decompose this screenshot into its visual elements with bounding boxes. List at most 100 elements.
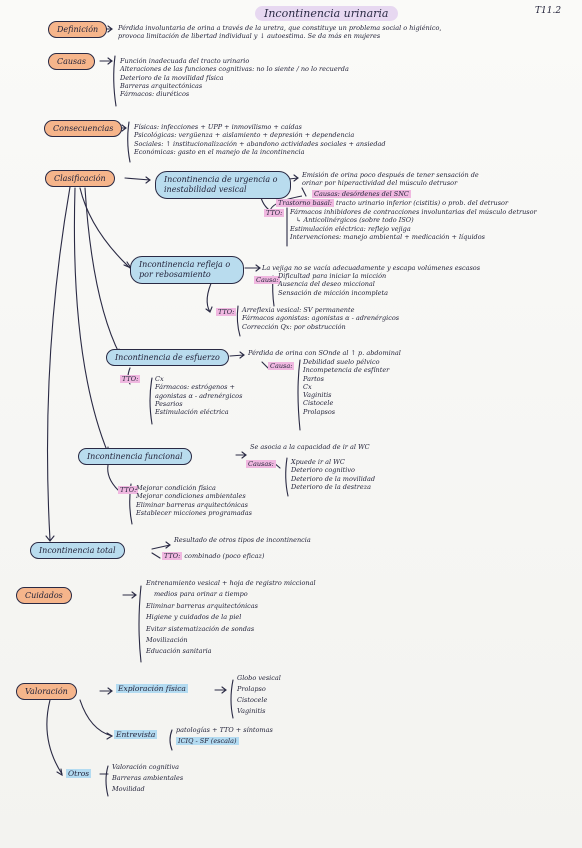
list-item: Educación sanitaria — [146, 647, 212, 656]
list-item: ICIQ - SF (escala) — [176, 736, 273, 747]
funcional-tto-list: Mejorar condición física Mejorar condici… — [136, 484, 252, 517]
list-item: Establecer micciones programadas — [136, 508, 253, 517]
consecuencias-list: Físicas: infecciones + UPP + inmovilismo… — [134, 123, 386, 156]
list-item: Xpuede ir al WC — [291, 458, 345, 466]
entrevista-label: Entrevista — [114, 730, 158, 739]
list-item: Barreras ambientales — [112, 774, 184, 782]
list-item: Vaginitis — [237, 707, 266, 715]
node-causas: Causas — [48, 53, 96, 70]
list-item: Dificultad para iniciar la micción — [278, 272, 387, 280]
tto-label: TTO: — [216, 308, 237, 316]
total-desc: Resultado de otros tipos de incontinenci… — [174, 536, 311, 544]
list-item: Movilidad — [112, 785, 145, 793]
causa-label: Causas: — [246, 460, 276, 468]
refleja-tto-list: Arreflexia vesical: SV permanente Fármac… — [242, 306, 399, 331]
list-item: Valoración cognitiva — [112, 763, 180, 771]
exploracion-text: Exploración física — [116, 684, 188, 693]
esfuerzo-causas-list: Debilidad suelo pélvico Incompetencia de… — [303, 358, 389, 416]
list-item: Estimulación eléctrica — [155, 408, 229, 417]
trastorno-text: tracto urinario inferior (cistitis) o pr… — [336, 199, 509, 207]
list-item: ↳ Anticolinérgicos (sobre todo ISO) — [296, 216, 414, 225]
tto-label: TTO: — [264, 209, 285, 217]
urgencia-causa-text: Causas: desórdenes del SNC — [312, 190, 411, 198]
node-consecuencias: Consecuencias — [44, 120, 123, 137]
list-item: Físicas: infecciones + UPP + inmovilismo… — [134, 123, 302, 131]
urgencia-desc-line-2: orinar por hiperactividad del músculo de… — [302, 179, 458, 188]
esfuerzo-tto-list: Cx Fármacos: estrógenos + agonistas α - … — [155, 375, 265, 416]
funcional-causa-label: Causas: — [246, 460, 276, 468]
list-item: Deterioro de la movilidad — [291, 474, 375, 483]
list-item: Cistocele — [237, 696, 268, 704]
esfuerzo-tto-label: TTO: — [120, 375, 141, 383]
definicion-text: Pérdida involuntaria de orina a través d… — [118, 24, 441, 41]
list-item: Partos — [303, 374, 324, 383]
list-item: Eliminar barreras arquitectónicas — [136, 500, 249, 509]
list-item: patologías + TTO + síntomas — [176, 726, 273, 734]
definicion-line-2: provoca limitación de libertad individua… — [118, 32, 381, 41]
list-item: Estimulación eléctrica: reflejo vejiga — [290, 224, 411, 233]
exploracion-label: Exploración física — [116, 684, 188, 693]
list-item: Alteraciones de las funciones cognitivas… — [120, 65, 349, 74]
list-item: Intervenciones: manejo ambiental + medic… — [290, 232, 485, 241]
node-incontinencia-esfuerzo: Incontinencia de esfuerzo — [106, 349, 229, 366]
node-incontinencia-refleja: Incontinencia refleja o por rebosamiento — [130, 256, 244, 284]
node-incontinencia-urgencia: Incontinencia de urgencia o inestabilida… — [155, 171, 291, 199]
node-incontinencia-funcional: Incontinencia funcional — [78, 448, 192, 465]
list-item: Debilidad suelo pélvico — [303, 358, 380, 366]
urgencia-causa: Causas: desórdenes del SNC — [312, 190, 411, 198]
esfuerzo-causa-label: Causa: — [268, 362, 295, 370]
list-item: Cx — [303, 382, 312, 391]
node-incontinencia-total: Incontinencia total — [30, 542, 125, 559]
list-item: Entrenamiento vesical + hoja de registro… — [146, 579, 316, 587]
node-clasificacion: Clasificación — [45, 170, 115, 187]
list-item: Cx — [155, 375, 164, 383]
node-definicion: Definición — [48, 21, 108, 38]
list-item: Deterioro de la destreza — [291, 482, 372, 491]
list-item: Incompetencia de esfínter — [303, 366, 390, 375]
list-item: Deterioro cognitivo — [291, 466, 355, 475]
list-item: Fármacos agonistas: agonistas α - adrené… — [242, 314, 400, 323]
list-item: Movilización — [146, 636, 188, 645]
entrevista-text: Entrevista — [114, 730, 158, 739]
urgencia-desc: Emisión de orina poco después de tener s… — [302, 171, 479, 188]
causa-label: Causa: — [254, 276, 281, 284]
urgencia-tto-label: TTO: — [264, 209, 285, 217]
exploracion-list: Globo vesical Prolapso Cistocele Vaginit… — [237, 673, 281, 717]
list-item: Sociales: ↑ institucionalización + aband… — [134, 139, 386, 148]
funcional-tto-label: TTO: — [118, 486, 139, 494]
definicion-line-1: Pérdida involuntaria de orina a través d… — [118, 24, 442, 32]
tto-label: TTO: — [162, 552, 183, 560]
tto-label: TTO: — [120, 375, 141, 383]
entrevista-list: patologías + TTO + síntomas ICIQ - SF (e… — [176, 725, 273, 747]
list-item: Mejorar condición física — [136, 484, 216, 492]
urgencia-tto-list: Fármacos inhibidores de contracciones in… — [290, 208, 537, 241]
total-tto-text: combinado (poco eficaz) — [184, 552, 265, 560]
list-item: Económicas: gasto en el manejo de la inc… — [134, 147, 305, 156]
total-tto: TTO: combinado (poco eficaz) — [162, 552, 264, 560]
iciq-scale: ICIQ - SF (escala) — [176, 737, 239, 745]
list-item: Barreras arquitectónicas — [120, 81, 203, 90]
list-item: Eliminar barreras arquitectónicas — [146, 601, 259, 610]
refleja-causas-list: Dificultad para iniciar la micción Ausen… — [278, 272, 388, 297]
causas-list: Función inadecuada del tracto urinario A… — [120, 57, 349, 98]
list-item: Prolapso — [237, 685, 266, 693]
list-item: Psicológicas: vergüenza + aislamiento + … — [134, 131, 355, 140]
list-item: Mejorar condiciones ambientales — [136, 492, 246, 501]
causa-label: Causa: — [268, 362, 295, 370]
otros-label: Otros — [66, 769, 92, 778]
tto-label: TTO: — [118, 486, 139, 494]
list-item: Función inadecuada del tracto urinario — [120, 57, 250, 65]
list-item: Vaginitis — [303, 391, 332, 400]
otros-text: Otros — [66, 769, 92, 778]
funcional-causas-list: Xpuede ir al WC Deterioro cognitivo Dete… — [291, 458, 375, 491]
list-item: Higiene y cuidados de la piel — [146, 613, 242, 622]
list-item: Fármacos inhibidores de contracciones in… — [290, 208, 537, 216]
list-item: Evitar sistematización de sondas — [146, 624, 255, 633]
list-item: Ausencia del deseo miccional — [278, 280, 375, 289]
esfuerzo-desc: Pérdida de orina con SOnde al ↑ p. abdom… — [248, 349, 401, 357]
urgencia-trastorno: Trastorno basal: tracto urinario inferio… — [276, 199, 508, 207]
funcional-desc: Se asocia a la capacidad de ir al WC — [250, 443, 370, 451]
list-item: medios para orinar a tiempo — [154, 590, 248, 599]
list-item: Fármacos: estrógenos + agonistas α - adr… — [155, 383, 243, 400]
list-item: Sensación de micción incompleta — [278, 288, 388, 297]
